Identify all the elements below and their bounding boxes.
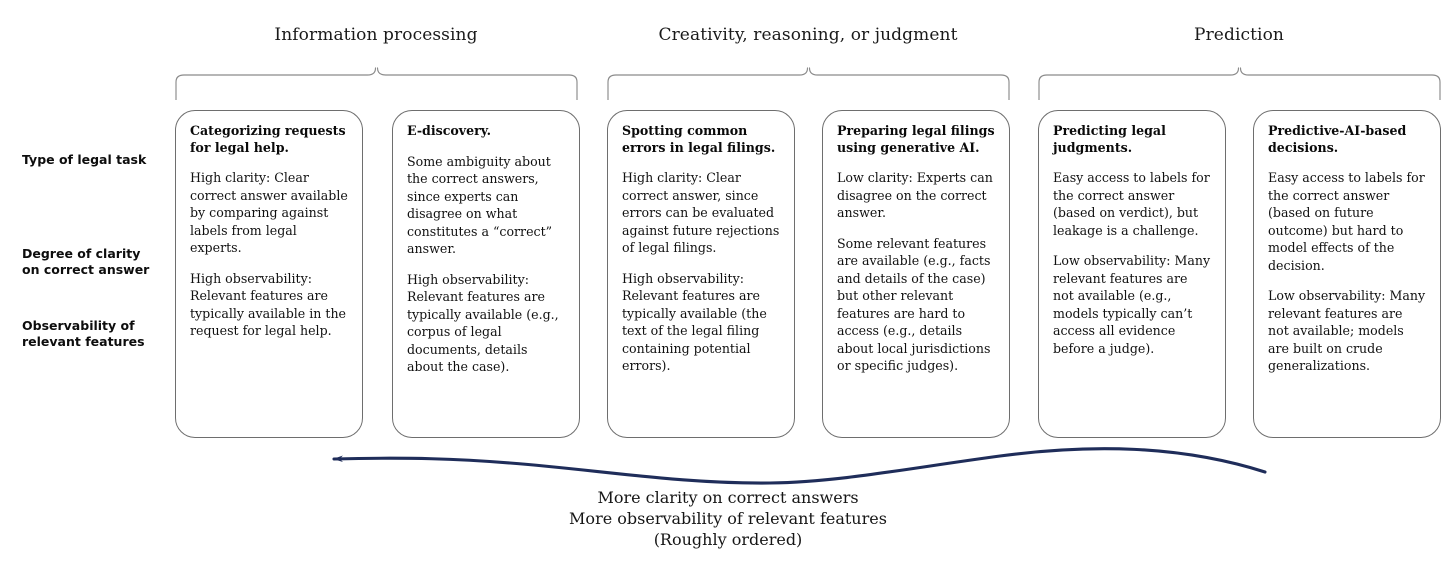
task-card-observability-text: Low observability: Many relevant feature… <box>1053 253 1211 356</box>
row-label-line-2: relevant features <box>22 334 145 349</box>
task-card: Categorizing requests for legal help. Hig… <box>175 110 363 438</box>
caption-line-2: More observability of relevant features <box>569 509 887 528</box>
group-header-prediction: Prediction <box>1194 25 1284 45</box>
task-card-clarity-text: Some ambiguity about the correct answers… <box>407 153 553 257</box>
task-card-title: Predictive-AI-based decisions. <box>1268 123 1407 155</box>
row-label-line-2: on correct answer <box>22 262 150 277</box>
row-label-line-1: Type of legal task <box>22 152 147 167</box>
task-card-clarity-text: Easy access to labels for the correct an… <box>1053 170 1210 238</box>
task-card-observability-text: High observability: Relevant features ar… <box>407 271 559 375</box>
row-label-degree-of-clarity: Degree of clarity on correct answer <box>22 246 172 278</box>
task-card-clarity-text: High clarity: Clear correct answer, sinc… <box>622 170 780 255</box>
task-card-clarity-text: Low clarity: Experts can disagree on the… <box>837 170 993 220</box>
task-card: Spotting common errors in legal filings.… <box>607 110 795 438</box>
row-label-type-of-legal-task: Type of legal task <box>22 152 172 168</box>
leftward-gradient-arrow-icon <box>332 447 1267 485</box>
bottom-caption: More clarity on correct answers More obs… <box>0 487 1456 550</box>
task-card-observability-text: High observability: Relevant features ar… <box>190 270 347 339</box>
curly-brace-icon-group-0 <box>175 66 578 100</box>
task-card-clarity-text: Easy access to labels for the correct an… <box>1268 170 1425 273</box>
task-card: Preparing legal filings using generative… <box>822 110 1010 438</box>
row-label-observability: Observability of relevant features <box>22 318 172 350</box>
task-card-title: Preparing legal filings using generative… <box>837 123 995 155</box>
curly-brace-icon-group-2 <box>1038 66 1441 100</box>
caption-line-3: (Roughly ordered) <box>653 530 803 549</box>
group-header-creativity-reasoning-judgment: Creativity, reasoning, or judgment <box>658 25 958 45</box>
task-card-title: Categorizing requests for legal help. <box>190 123 346 155</box>
task-card-clarity-text: High clarity: Clear correct answer avail… <box>190 170 348 255</box>
group-header-information-processing: Information processing <box>274 25 478 45</box>
task-card-title: Spotting common errors in legal filings. <box>622 123 776 155</box>
caption-line-1: More clarity on correct answers <box>597 488 859 507</box>
task-card: E-discovery. Some ambiguity about the cor… <box>392 110 580 438</box>
curly-brace-icon-group-1 <box>607 66 1010 100</box>
task-card-observability-text: Low observability: Many relevant feature… <box>1268 288 1426 373</box>
row-label-line-1: Degree of clarity <box>22 246 141 261</box>
task-card-title: Predicting legal judgments. <box>1053 123 1166 155</box>
task-card-observability-text: Some relevant features are available (e.… <box>837 235 991 374</box>
task-card-title: E-discovery. <box>407 123 492 138</box>
task-card: Predictive-AI-based decisions. Easy acces… <box>1253 110 1441 438</box>
row-label-line-1: Observability of <box>22 318 135 333</box>
task-card: Predicting legal judgments. Easy access t… <box>1038 110 1226 438</box>
task-card-observability-text: High observability: Relevant features ar… <box>622 270 767 374</box>
